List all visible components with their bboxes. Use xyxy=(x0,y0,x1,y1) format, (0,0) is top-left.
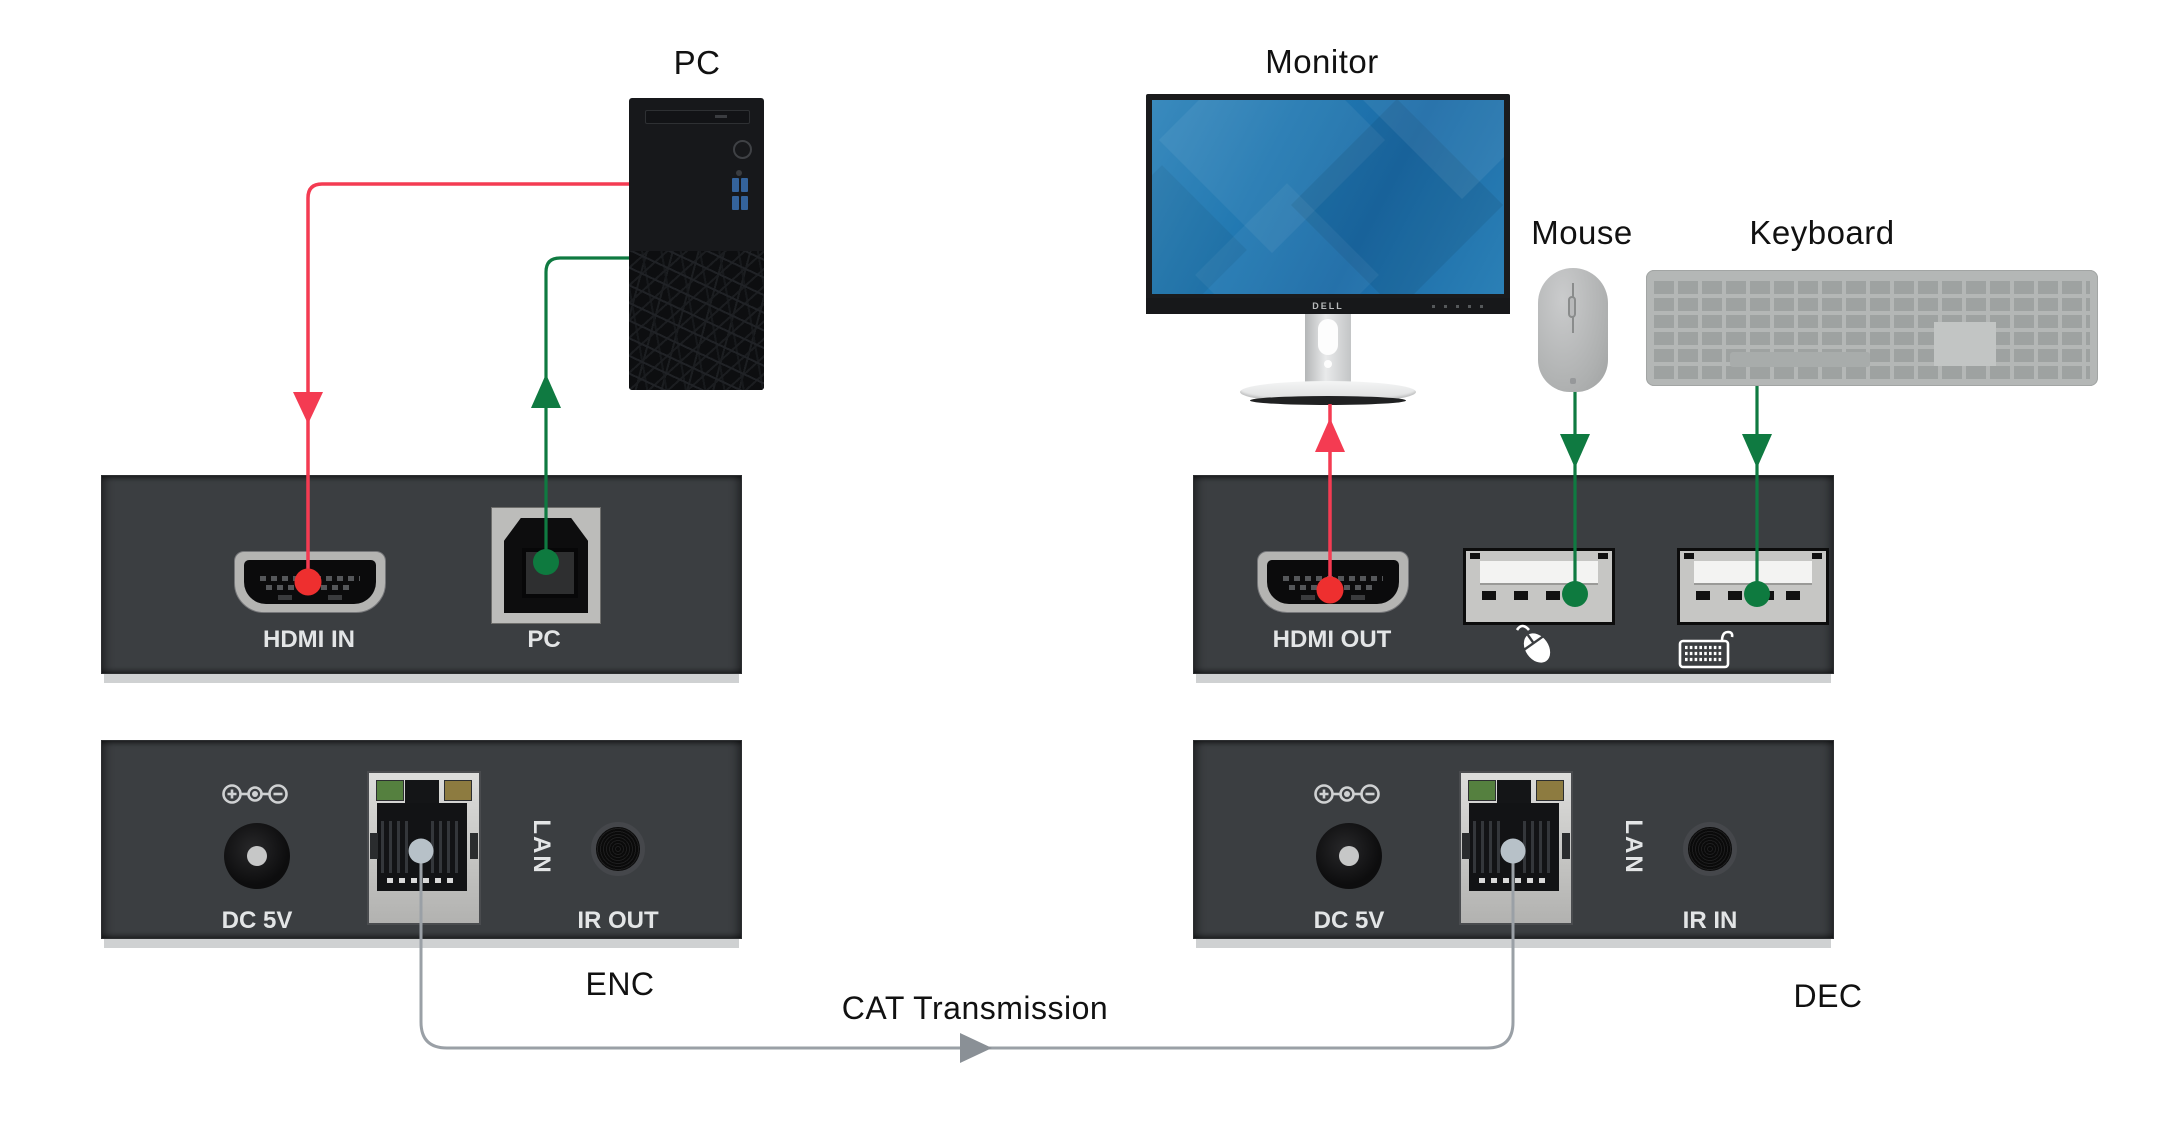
hdmi-out-label: HDMI OUT xyxy=(1272,626,1392,653)
hdmi-out-port xyxy=(1257,551,1409,613)
usb-arrow-icon xyxy=(1560,434,1590,468)
dec-av-panel: HDMI OUT xyxy=(1193,475,1834,683)
cat-arrow-icon xyxy=(960,1033,992,1063)
video-arrow-icon xyxy=(293,392,323,424)
dec-lan-label: LAN xyxy=(1620,819,1647,875)
usb-port-icon xyxy=(741,178,748,192)
usb-b-pc-port xyxy=(491,507,601,624)
dc-polarity-icon xyxy=(222,784,288,804)
scroll-wheel-icon xyxy=(1568,296,1576,318)
cat-transmission-label: CAT Transmission xyxy=(841,990,1109,1026)
usb-arrow-icon xyxy=(1742,434,1772,468)
enc-av-panel: HDMI IN PC xyxy=(101,475,742,683)
enc-dc-label: DC 5V xyxy=(221,907,293,934)
usb-a-mouse-port xyxy=(1463,548,1615,625)
dec-lan-port xyxy=(1459,771,1573,925)
usb-arrow-icon xyxy=(531,374,561,408)
video-arrow-icon xyxy=(1315,418,1345,452)
dell-logo: DELL xyxy=(1312,301,1344,311)
pc-label: PC xyxy=(673,44,721,81)
pc-tower xyxy=(629,98,764,390)
monitor-stand xyxy=(1305,314,1351,383)
audio-jack-icon xyxy=(736,170,742,176)
keyboard-label: Keyboard xyxy=(1749,214,1895,251)
mouse-label: Mouse xyxy=(1531,214,1633,251)
pc-port-label: PC xyxy=(527,626,561,653)
keyboard-icon xyxy=(1678,630,1734,669)
keyboard xyxy=(1646,270,2098,386)
hdmi-in-port xyxy=(234,551,386,613)
dec-link-panel: DC 5V LAN IR IN xyxy=(1193,740,1834,948)
dec-ir-label: IR IN xyxy=(1682,907,1738,934)
dec-dc-label: DC 5V xyxy=(1313,907,1385,934)
usb-port-icon xyxy=(741,196,748,210)
dec-name-label: DEC xyxy=(1793,978,1863,1014)
hdmi-in-label: HDMI IN xyxy=(263,626,355,653)
monitor-bezel: DELL xyxy=(1146,298,1510,314)
monitor-base-rim xyxy=(1250,396,1406,405)
link-led-icon xyxy=(376,780,404,801)
spacebar xyxy=(1730,352,1870,367)
enc-lan-port xyxy=(367,771,481,925)
enc-name-label: ENC xyxy=(585,966,655,1002)
link-led-icon xyxy=(1468,780,1496,801)
usb-a-keyboard-port xyxy=(1677,548,1829,625)
ir-out-jack xyxy=(591,822,645,876)
enc-link-panel: DC 5V LAN IR OUT xyxy=(101,740,742,948)
dc-jack xyxy=(1316,823,1382,889)
monitor: DELL xyxy=(1146,94,1510,314)
activity-led-icon xyxy=(1536,780,1564,801)
usb-port-icon xyxy=(732,196,739,210)
monitor-controls xyxy=(1432,305,1492,308)
monitor-label: Monitor xyxy=(1265,43,1379,80)
mouse xyxy=(1538,268,1608,392)
mouse-icon xyxy=(1515,624,1551,663)
optical-drive-slot xyxy=(645,110,750,124)
dc-jack xyxy=(224,823,290,889)
enc-ir-label: IR OUT xyxy=(577,907,659,934)
power-button-icon xyxy=(733,140,752,159)
enc-lan-label: LAN xyxy=(528,819,555,875)
dc-polarity-icon xyxy=(1314,784,1380,804)
pc-mesh-panel xyxy=(629,251,764,390)
monitor-screen xyxy=(1152,100,1504,294)
activity-led-icon xyxy=(444,780,472,801)
usb-port-icon xyxy=(732,178,739,192)
ir-in-jack xyxy=(1683,822,1737,876)
